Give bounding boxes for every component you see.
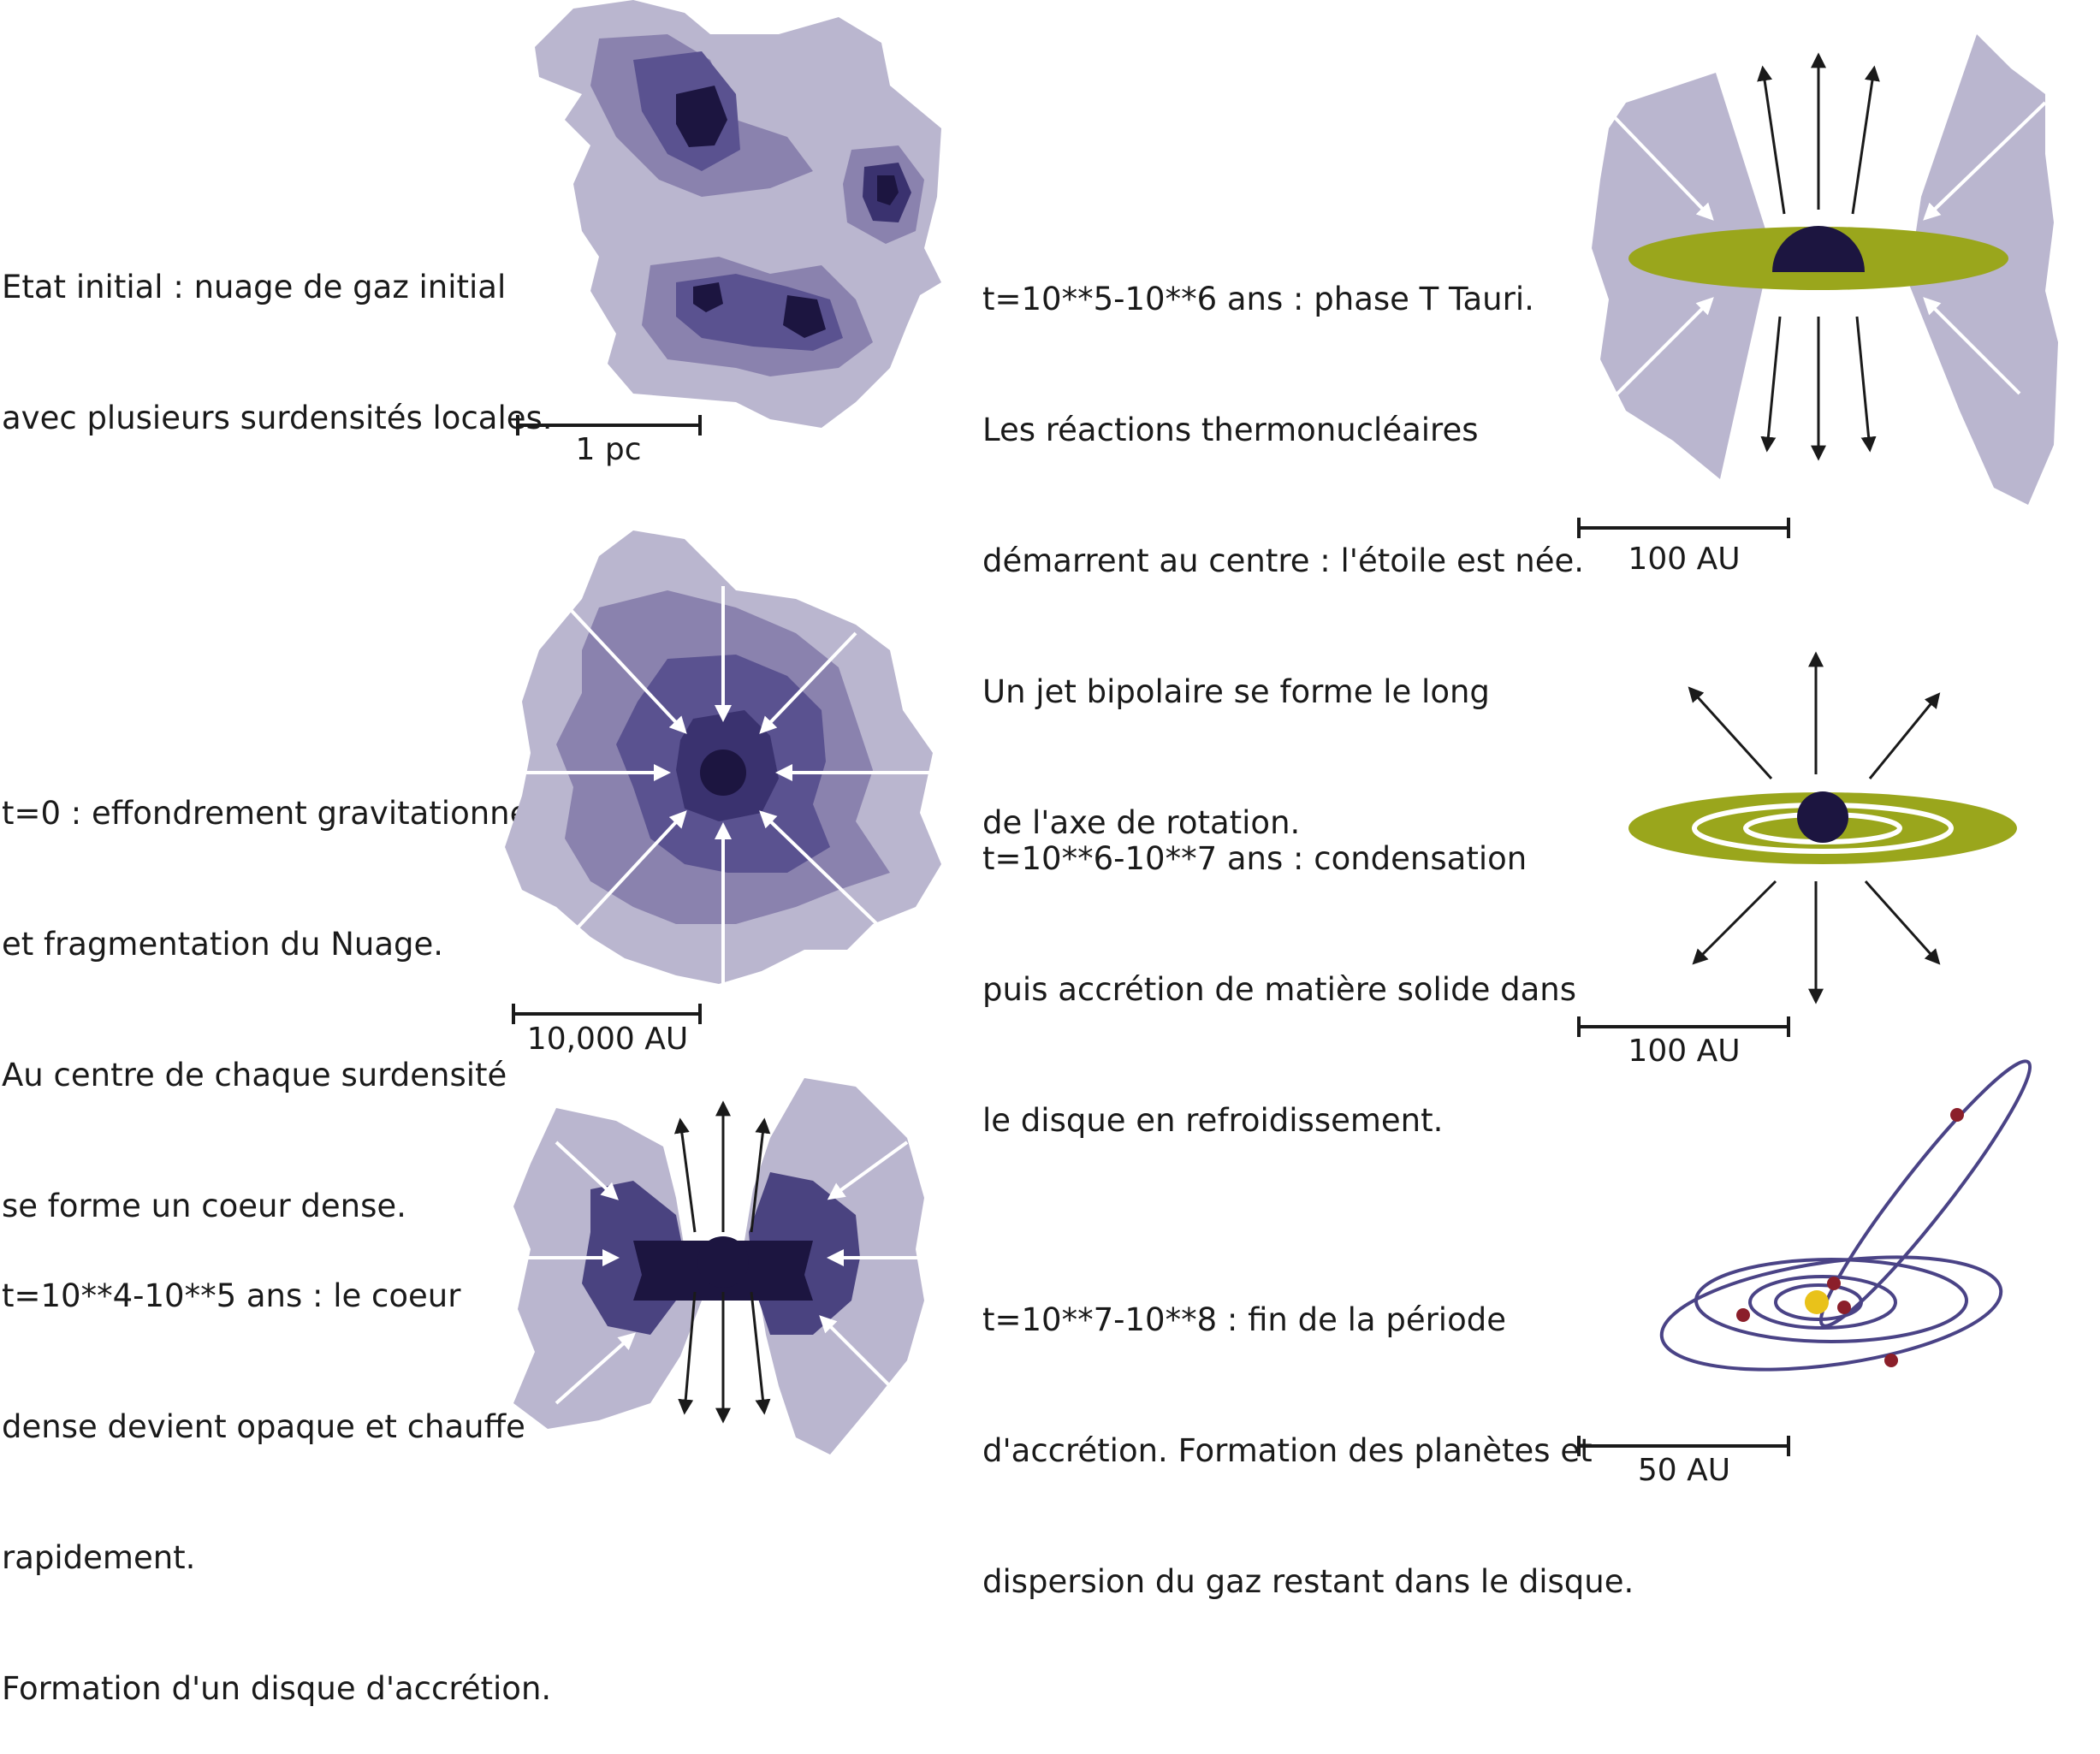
text-line: t=0 : effondrement gravitationnel: [2, 795, 538, 832]
text-line: dense devient opaque et chauffe: [2, 1408, 525, 1445]
scale-label: 1 pc: [576, 432, 642, 467]
text-line: de l'axe de rotation.: [982, 804, 1301, 841]
ttauri-illustration: [1592, 34, 2058, 505]
scale-bar-50au: 50 AU: [1577, 1436, 1790, 1488]
text-line: Les réactions thermonucléaires: [982, 412, 1479, 448]
condensation-illustration: [1628, 651, 2017, 1004]
text-line: le disque en refroidissement.: [982, 1102, 1444, 1139]
text-initial: Etat initial : nuage de gaz initial avec…: [2, 178, 553, 483]
text-line: démarrent au centre : l'étoile est née.: [982, 542, 1584, 579]
scale-bar-1pc: 1 pc: [516, 415, 702, 467]
cloud-collapse: [505, 530, 941, 984]
text-line: dispersion du gaz restant dans le disque…: [982, 1563, 1634, 1600]
scale-label: 50 AU: [1638, 1453, 1730, 1488]
text-line: t=10**5-10**6 ans : phase T Tauri.: [982, 281, 1534, 317]
scale-label: 100 AU: [1628, 542, 1740, 577]
text-line: Formation d'un disque d'accrétion.: [2, 1670, 552, 1707]
scale-bar-100au-1: 100 AU: [1577, 518, 1790, 577]
text-line: t=10**6-10**7 ans : condensation: [982, 840, 1528, 877]
planetary-system: [1659, 1059, 2032, 1372]
text-line: rapidement.: [2, 1539, 196, 1576]
text-condensation: t=10**6-10**7 ans : condensation puis ac…: [982, 750, 1576, 1186]
text-line: et fragmentation du Nuage.: [2, 926, 444, 963]
text-line: t=10**4-10**5 ans : le coeur: [2, 1277, 461, 1314]
scale-label: 10,000 AU: [527, 1022, 688, 1057]
text-line: Un jet bipolaire se forme le long: [982, 673, 1490, 710]
text-line: avec plusieurs surdensités locales.: [2, 400, 553, 436]
text-collapse: t=0 : effondrement gravitationnel et fra…: [2, 704, 538, 1271]
scale-label: 100 AU: [1628, 1034, 1740, 1069]
text-line: d'accrétion. Formation des planètes et: [982, 1432, 1593, 1469]
text-line: Au centre de chaque surdensité: [2, 1057, 507, 1093]
text-line: puis accrétion de matière solide dans: [982, 971, 1576, 1008]
cloud-initial: [535, 0, 941, 428]
scale-bar-100au-2: 100 AU: [1577, 1016, 1790, 1069]
text-line: t=10**7-10**8 : fin de la période: [982, 1301, 1506, 1338]
text-line: se forme un coeur dense.: [2, 1188, 406, 1224]
scale-bar-10000au: 10,000 AU: [512, 1004, 702, 1057]
text-line: Etat initial : nuage de gaz initial: [2, 269, 507, 305]
text-ttauri: t=10**5-10**6 ans : phase T Tauri. Les r…: [982, 190, 1584, 888]
cloud-opaque: [513, 1078, 933, 1455]
illustrations: 1 pc 10,000 AU: [505, 0, 2058, 1488]
